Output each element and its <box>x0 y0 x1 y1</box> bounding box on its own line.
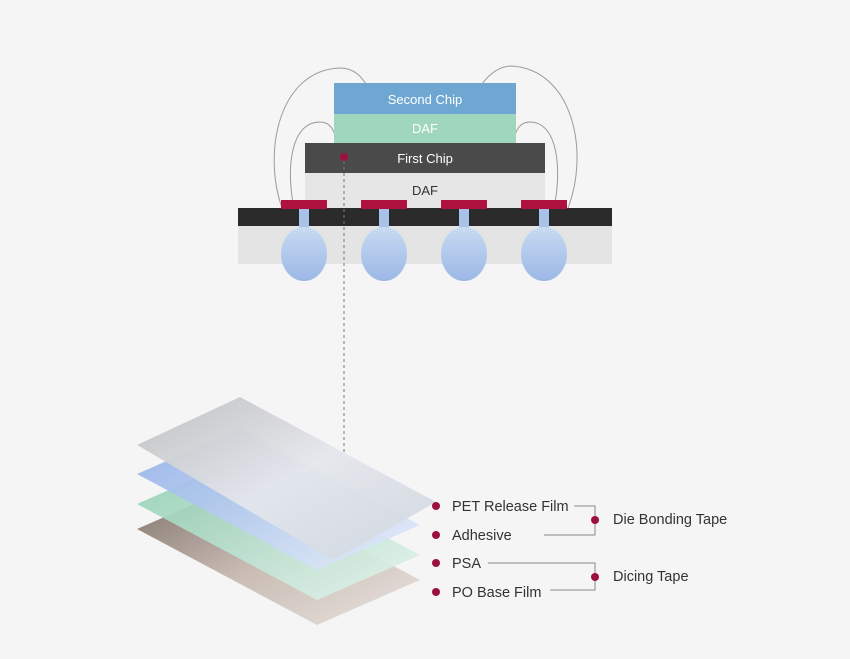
psa-dot <box>432 559 440 567</box>
second-chip <box>334 83 516 114</box>
pet-release-film-label: PET Release Film <box>452 499 569 515</box>
solder-ball <box>441 209 487 281</box>
bond-pad <box>361 200 407 209</box>
second-chip-label: Second Chip <box>388 92 462 107</box>
daf-top <box>334 114 516 143</box>
adhesive-label: Adhesive <box>452 528 512 544</box>
group-labels: Die Bonding Tape Dicing Tape <box>591 512 727 585</box>
daf-marker-dot <box>340 153 348 161</box>
package-cross-section: Second Chip DAF First Chip DAF <box>238 65 612 455</box>
first-chip-label: First Chip <box>397 151 453 166</box>
bond-pad <box>441 200 487 209</box>
solder-ball <box>281 209 327 281</box>
dicing-tape-label: Dicing Tape <box>613 569 689 585</box>
solder-ball <box>361 209 407 281</box>
group-brackets <box>488 505 596 591</box>
wire-bond-outer-left <box>273 67 367 209</box>
po-base-film-dot <box>432 588 440 596</box>
daf-bottom-label: DAF <box>412 183 438 198</box>
pet-release-film-dot <box>432 502 440 510</box>
psa-label: PSA <box>452 556 481 572</box>
layer-labels: PET Release Film Adhesive PSA PO Base Fi… <box>432 499 569 601</box>
daf-bottom <box>305 173 545 208</box>
dicing-dot <box>591 573 599 581</box>
wire-bond-outer-right <box>481 65 578 209</box>
bond-pad <box>521 200 567 209</box>
pet-release-film-layer <box>137 397 436 560</box>
die-bonding-dot <box>591 516 599 524</box>
solder-ball <box>521 209 567 281</box>
bond-pads <box>281 200 567 209</box>
tape-stack <box>137 397 436 625</box>
bond-pad <box>281 200 327 209</box>
substrate-dark-layer <box>238 208 612 226</box>
die-bonding-tape-label: Die Bonding Tape <box>613 512 727 528</box>
solder-balls <box>281 209 567 281</box>
daf-top-label: DAF <box>412 121 438 136</box>
po-base-film-label: PO Base Film <box>452 585 541 601</box>
adhesive-dot <box>432 531 440 539</box>
